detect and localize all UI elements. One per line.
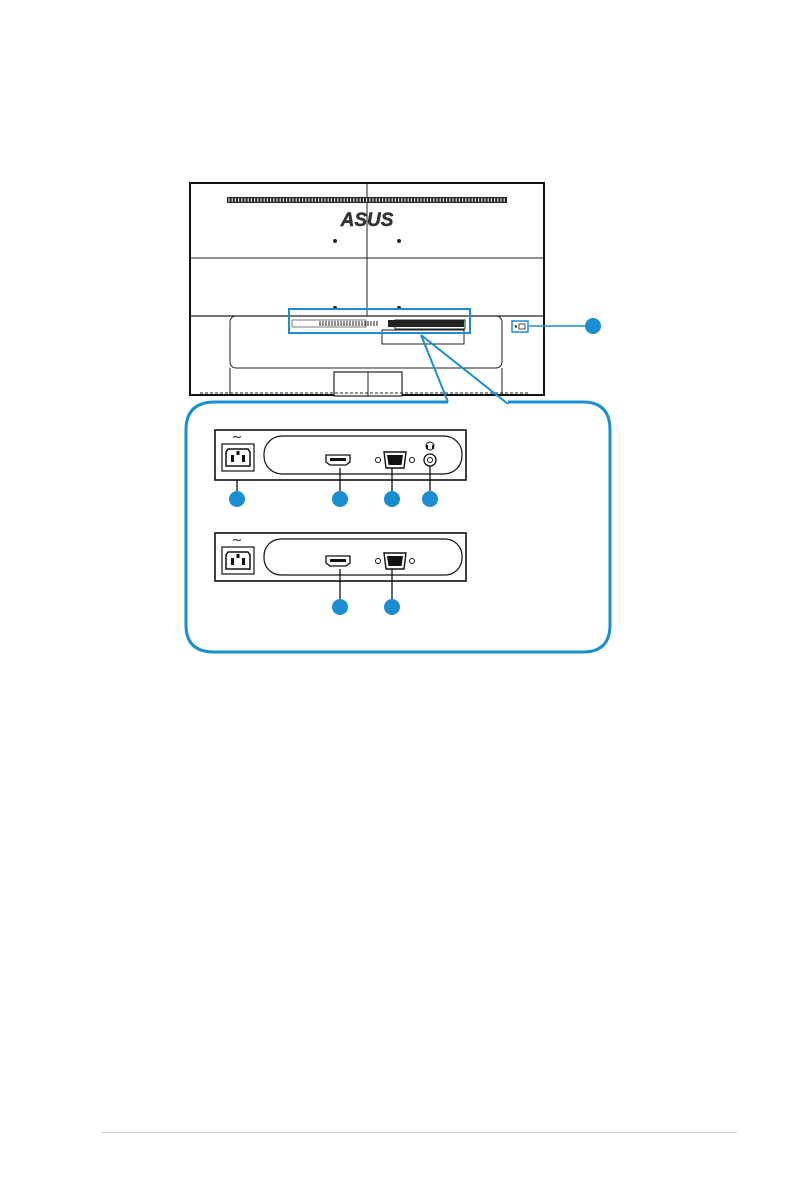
brand-logo: ASUS [340,210,394,231]
callout-marker-lock [585,318,601,334]
footer-rule [101,1132,737,1133]
hdmi-port-b [326,556,350,566]
audio-jack [424,454,436,466]
ac-power-inlet [222,444,254,471]
ac-power-symbol: ~ [232,430,243,445]
callout-marker-power [229,491,245,507]
vent-grille [227,197,507,203]
ac-power-symbol-b: ~ [232,533,243,548]
ac-power-inlet-b [222,547,254,574]
callout-marker-vga-b [384,599,400,615]
hdmi-port [326,455,350,465]
callout-marker-hdmi-b [332,599,348,615]
callout-marker-audio [422,491,438,507]
callout-marker-vga [384,491,400,507]
callout-marker-hdmi [332,491,348,507]
